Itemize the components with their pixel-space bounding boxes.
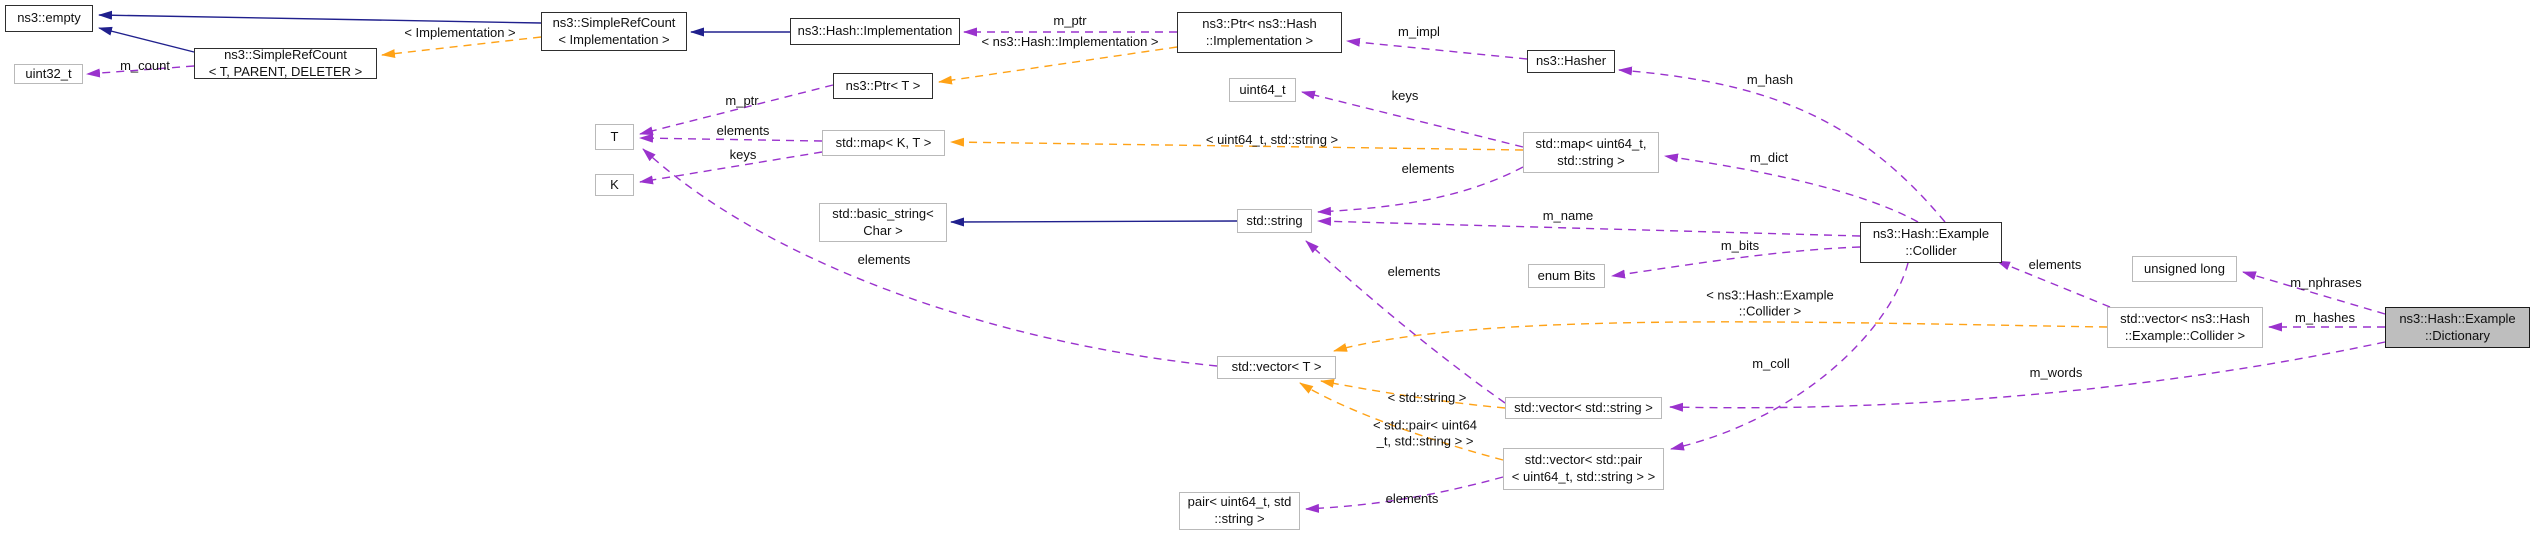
edge-label-m-bits: m_bits bbox=[1720, 238, 1760, 254]
edge-elements-vecpair-pair bbox=[1305, 476, 1504, 513]
edge-tpl-implementation bbox=[381, 36, 542, 59]
edge-label-elements-vect: elements bbox=[857, 252, 911, 268]
edge-label-m-hashes: m_hashes bbox=[2295, 310, 2355, 326]
edge-tpl-uint64-string bbox=[950, 137, 1524, 151]
node-simplerefcount-impl[interactable]: ns3::SimpleRefCount < Implementation > bbox=[541, 12, 687, 51]
edge-m-ptr-t bbox=[639, 84, 834, 136]
node-vector-pair: std::vector< std::pair < uint64_t, std::… bbox=[1503, 448, 1664, 490]
edge-label-tpl-hash-implementation: < ns3::Hash::Implementation > bbox=[981, 34, 1159, 50]
edge-inherit-srcimpl-empty bbox=[98, 10, 542, 24]
edge-elements-veccollider-collider bbox=[1996, 260, 2111, 308]
edge-label-keys-mapkt: keys bbox=[729, 147, 757, 163]
edge-label-elements-mapu64: elements bbox=[1401, 161, 1455, 177]
edge-label-m-dict: m_dict bbox=[1749, 150, 1789, 166]
edge-elements-vecstring-string bbox=[1305, 240, 1506, 404]
edge-label-elements-mapkt: elements bbox=[716, 123, 770, 139]
node-simplerefcount-tpd[interactable]: ns3::SimpleRefCount < T, PARENT, DELETER… bbox=[194, 47, 377, 79]
edge-label-tpl-string: < std::string > bbox=[1387, 390, 1467, 406]
node-uint32-t: uint32_t bbox=[14, 64, 83, 84]
node-ptr-hash-implementation[interactable]: ns3::Ptr< ns3::Hash ::Implementation > bbox=[1177, 12, 1342, 53]
node-vector-string: std::vector< std::string > bbox=[1505, 397, 1662, 419]
edge-label-elements-vecstring: elements bbox=[1387, 264, 1441, 280]
edge-m-nphrases bbox=[2242, 271, 2386, 315]
edge-label-m-nphrases: m_nphrases bbox=[2290, 275, 2362, 291]
edge-tpl-pair bbox=[1299, 382, 1504, 461]
node-vector-t: std::vector< T > bbox=[1217, 356, 1336, 379]
edge-m-words bbox=[1669, 341, 2386, 412]
edge-tpl-collider bbox=[1333, 321, 2108, 352]
edge-label-m-words: m_words bbox=[2029, 365, 2083, 381]
node-ptr-t[interactable]: ns3::Ptr< T > bbox=[833, 73, 933, 99]
edge-tpl-ns3-hash-implementation bbox=[938, 46, 1178, 85]
edge-keys-mapkt-k bbox=[639, 151, 823, 185]
node-basic-string: std::basic_string< Char > bbox=[819, 203, 947, 242]
node-unsigned-long: unsigned long bbox=[2132, 256, 2237, 282]
edge-label-m-count: m_count bbox=[120, 58, 170, 74]
node-map-k-t: std::map< K, T > bbox=[822, 130, 945, 156]
edge-label-m-hash: m_hash bbox=[1746, 72, 1794, 88]
edge-keys-mapu64-uint64 bbox=[1301, 90, 1524, 148]
node-vector-collider: std::vector< ns3::Hash ::Example::Collid… bbox=[2107, 307, 2263, 348]
edge-elements-vect-t bbox=[642, 148, 1218, 367]
edge-inherit-srctpd-empty bbox=[98, 26, 195, 53]
node-std-string: std::string bbox=[1237, 209, 1312, 233]
node-ns3-empty[interactable]: ns3::empty bbox=[5, 5, 93, 32]
edge-label-tpl-pair: < std::pair< uint64 _t, std::string > > bbox=[1372, 417, 1478, 448]
edge-label-elements-vecpair: elements bbox=[1385, 491, 1439, 507]
edge-m-impl bbox=[1346, 37, 1528, 60]
edge-m-coll bbox=[1670, 262, 1909, 451]
edge-label-m-impl: m_impl bbox=[1398, 24, 1440, 40]
node-hash-implementation[interactable]: ns3::Hash::Implementation bbox=[790, 18, 960, 45]
edge-elements-mapu64-string bbox=[1317, 166, 1524, 216]
edge-label-tpl-uint64-string: < uint64_t, std::string > bbox=[1205, 132, 1339, 148]
node-pair: pair< uint64_t, std ::string > bbox=[1179, 492, 1300, 530]
node-collider[interactable]: ns3::Hash::Example ::Collider bbox=[1860, 222, 2002, 263]
node-t: T bbox=[595, 124, 634, 150]
edge-label-tpl-implementation: < Implementation > bbox=[404, 25, 516, 41]
edge-label-tpl-collider: < ns3::Hash::Example ::Collider > bbox=[1706, 287, 1834, 318]
edge-m-name bbox=[1317, 216, 1861, 237]
edge-label-m-ptr-impl: m_ptr bbox=[1053, 13, 1087, 29]
edge-label-elements-veccollider: elements bbox=[2028, 257, 2082, 273]
node-map-u64-string: std::map< uint64_t, std::string > bbox=[1523, 132, 1659, 173]
edge-label-m-coll: m_coll bbox=[1752, 356, 1790, 372]
node-hasher[interactable]: ns3::Hasher bbox=[1527, 50, 1615, 73]
edge-label-m-name: m_name bbox=[1542, 208, 1594, 224]
node-uint64-t: uint64_t bbox=[1229, 78, 1296, 102]
edge-label-m-ptr-t: m_ptr bbox=[725, 93, 759, 109]
node-enum-bits: enum Bits bbox=[1528, 264, 1605, 288]
edge-m-count bbox=[86, 65, 195, 78]
edge-m-hash bbox=[1618, 66, 1946, 223]
edge-m-dict bbox=[1664, 153, 1919, 223]
edge-inherit-string-basicstring bbox=[950, 217, 1238, 227]
edge-label-keys-mapu64: keys bbox=[1391, 88, 1419, 104]
node-dictionary[interactable]: ns3::Hash::Example ::Dictionary bbox=[2385, 307, 2530, 348]
edge-elements-mapkt-t bbox=[639, 133, 823, 143]
edge-m-bits bbox=[1611, 246, 1861, 279]
node-k: K bbox=[595, 174, 634, 196]
